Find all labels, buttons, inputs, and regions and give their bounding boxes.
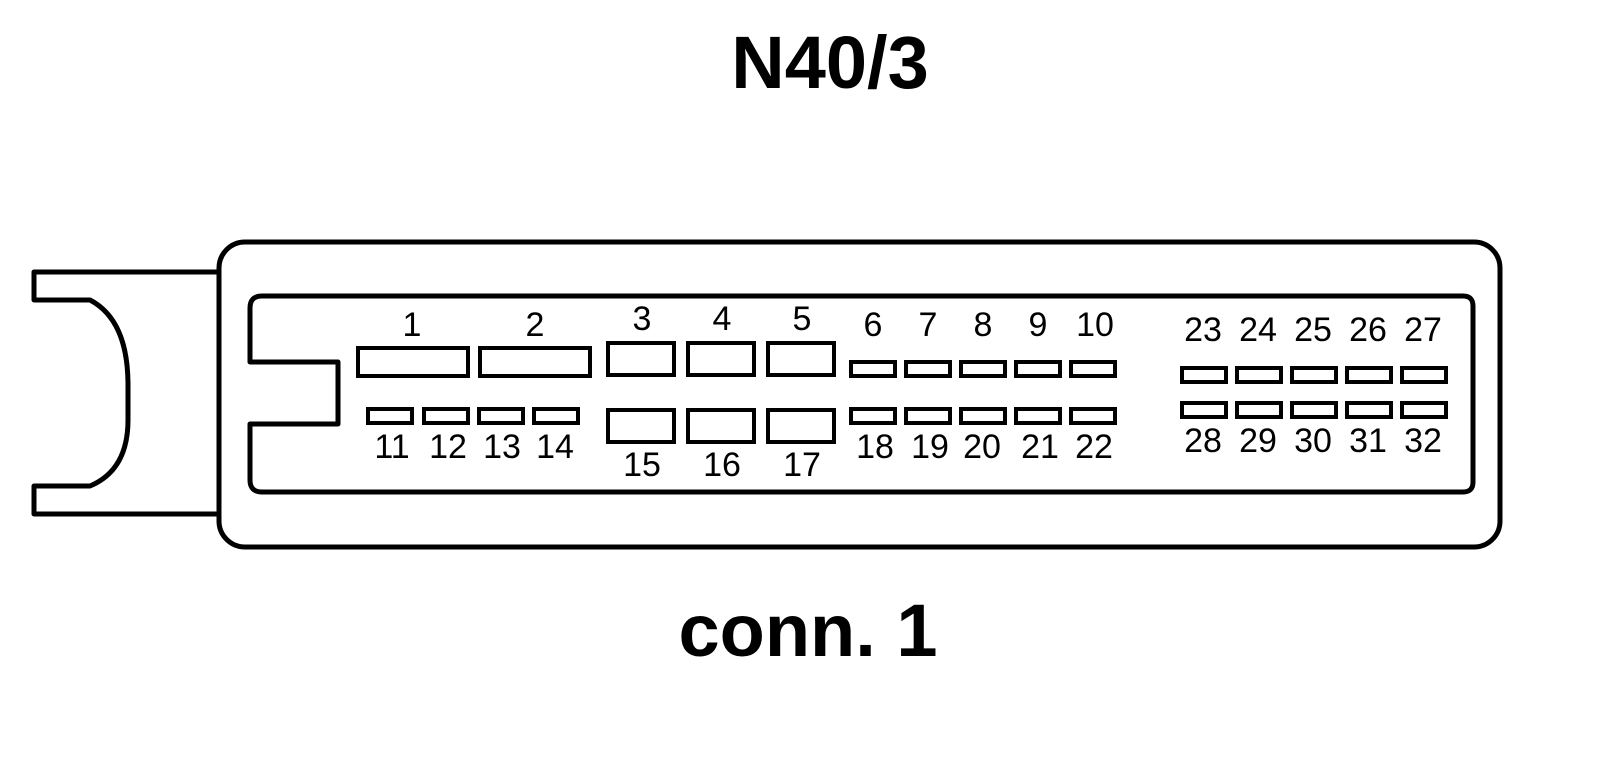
pin-label-5: 5 <box>793 300 812 338</box>
connector-caption: conn. 1 <box>678 589 937 672</box>
pin-label-27: 27 <box>1404 311 1442 349</box>
pin-2 <box>478 346 592 378</box>
pin-32 <box>1400 401 1448 419</box>
pin-12 <box>422 407 470 425</box>
pin-25 <box>1290 366 1338 384</box>
pin-label-11: 11 <box>374 428 409 466</box>
pin-15 <box>606 408 676 444</box>
pin-label-6: 6 <box>864 306 883 344</box>
pin-31 <box>1345 401 1393 419</box>
connector-tab <box>31 269 222 517</box>
pin-label-24: 24 <box>1239 311 1277 349</box>
pin-30 <box>1290 401 1338 419</box>
pin-label-23: 23 <box>1184 311 1222 349</box>
diagram-title: N40/3 <box>731 21 928 104</box>
pin-label-19: 19 <box>911 428 949 466</box>
pin-label-22: 22 <box>1075 428 1113 466</box>
pin-label-29: 29 <box>1239 422 1277 460</box>
pin-13 <box>477 407 525 425</box>
pin-9 <box>1014 360 1062 378</box>
pin-label-10: 10 <box>1076 306 1114 344</box>
pin-8 <box>959 360 1007 378</box>
pin-18 <box>849 407 897 425</box>
pin-20 <box>959 407 1007 425</box>
pin-label-30: 30 <box>1294 422 1332 460</box>
pin-label-3: 3 <box>633 300 652 338</box>
pin-label-12: 12 <box>429 428 467 466</box>
pin-layer <box>356 341 1448 444</box>
pin-label-2: 2 <box>526 306 545 344</box>
pin-4 <box>686 341 756 377</box>
connector-face <box>247 293 1476 495</box>
pin-label-32: 32 <box>1404 422 1442 460</box>
pin-label-16: 16 <box>703 446 741 484</box>
pin-label-8: 8 <box>974 306 993 344</box>
pin-28 <box>1180 401 1228 419</box>
pin-label-1: 1 <box>403 306 422 344</box>
pin-27 <box>1400 366 1448 384</box>
pin-label-7: 7 <box>919 306 938 344</box>
pin-19 <box>904 407 952 425</box>
pin-label-17: 17 <box>783 446 821 484</box>
pin-17 <box>766 408 836 444</box>
pin-26 <box>1345 366 1393 384</box>
pin-11 <box>366 407 414 425</box>
pin-label-28: 28 <box>1184 422 1222 460</box>
pin-14 <box>532 407 580 425</box>
pin-3 <box>606 341 676 377</box>
pin-10 <box>1069 360 1117 378</box>
pin-6 <box>849 360 897 378</box>
pin-label-9: 9 <box>1029 306 1048 344</box>
pin-29 <box>1235 401 1283 419</box>
pin-label-20: 20 <box>963 428 1001 466</box>
pin-label-21: 21 <box>1021 428 1059 466</box>
pin-5 <box>766 341 836 377</box>
pin-label-26: 26 <box>1349 311 1387 349</box>
pin-label-15: 15 <box>623 446 661 484</box>
pin-label-31: 31 <box>1349 422 1387 460</box>
pin-label-4: 4 <box>713 300 732 338</box>
pin-label-14: 14 <box>536 428 574 466</box>
pin-23 <box>1180 366 1228 384</box>
pin-16 <box>686 408 756 444</box>
pin-21 <box>1014 407 1062 425</box>
pin-1 <box>356 346 470 378</box>
pin-label-13: 13 <box>483 428 521 466</box>
pin-24 <box>1235 366 1283 384</box>
pin-22 <box>1069 407 1117 425</box>
pin-label-18: 18 <box>856 428 894 466</box>
pin-label-25: 25 <box>1294 311 1332 349</box>
pin-7 <box>904 360 952 378</box>
